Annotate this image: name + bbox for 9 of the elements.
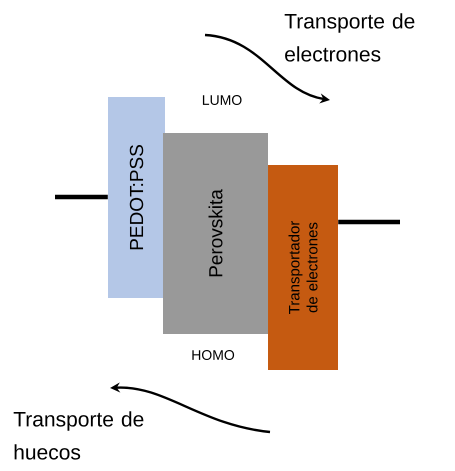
wire bbox=[338, 220, 400, 224]
text-label: Transporte de electrones bbox=[284, 13, 414, 62]
text-label: Transporte de huecos bbox=[14, 411, 144, 460]
text-label: LUMO bbox=[202, 95, 242, 105]
layer-box: PEDOT:PSS bbox=[108, 97, 165, 298]
layer-box: Perovskita bbox=[163, 133, 268, 334]
wire bbox=[55, 194, 108, 200]
text-label: HOMO bbox=[192, 350, 234, 360]
layer-box: Transportador de electrones bbox=[268, 165, 338, 370]
